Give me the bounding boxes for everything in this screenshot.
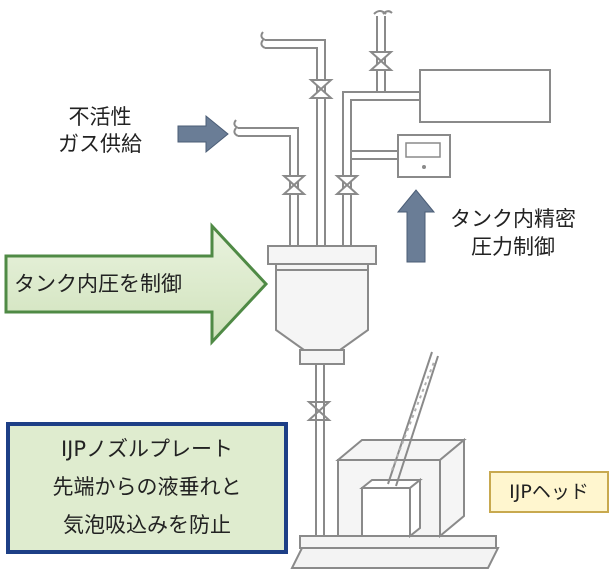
- nozzle-plate-text-line-3: 気泡吸込みを防止: [63, 513, 231, 537]
- ijp-head-label: IJPヘッド: [509, 481, 589, 503]
- tank-pressure-control-label-line-2: 圧力制御: [471, 235, 555, 259]
- pressure-controller-box: [419, 69, 551, 123]
- ijp-head-base: [290, 535, 500, 569]
- tank: [267, 245, 377, 365]
- valve-outlet: [306, 401, 332, 421]
- tank-pressure-control-label: タンク内精密 圧力制御: [450, 205, 576, 261]
- vent-pipe: [260, 31, 326, 246]
- ijp-head-cable: [387, 351, 439, 487]
- valve-gas: [281, 175, 307, 195]
- pressure-control-arrow: [396, 189, 436, 263]
- tank-pressure-control-label-line-1: タンク内精密: [450, 207, 576, 231]
- nozzle-plate-box: [6, 422, 288, 554]
- pressure-gauge: [397, 134, 451, 178]
- inert-gas-label: 不活性 ガス供給: [58, 104, 142, 158]
- pressure-control-pipe: [342, 10, 420, 246]
- nozzle-plate-text-line-1: IJPノズルプレート: [60, 437, 234, 461]
- nozzle-plate-text-line-2: 先端からの液垂れと: [52, 475, 242, 499]
- nozzle-plate-text: IJPノズルプレート 先端からの液垂れと 気泡吸込みを防止: [8, 430, 286, 544]
- ijp-head-unit: [359, 477, 423, 539]
- valve-top-right: [368, 51, 394, 71]
- valve-pressure: [334, 175, 360, 195]
- pressure-gauge-display: [405, 142, 441, 158]
- inert-gas-label-line-1: 不活性: [68, 105, 132, 129]
- tank-outlet-pipe: [315, 364, 325, 558]
- ijp-head-label-box: [489, 471, 609, 513]
- tank-internal-pressure-label: タンク内圧を制御: [14, 272, 182, 296]
- inert-gas-label-line-2: ガス供給: [58, 132, 142, 156]
- tank-pressure-arrow: [4, 222, 269, 346]
- gas-supply-pipe: [233, 119, 299, 246]
- gas-supply-arrow: [177, 114, 229, 154]
- valve-vent: [308, 79, 334, 99]
- pressure-gauge-knob: [422, 165, 426, 169]
